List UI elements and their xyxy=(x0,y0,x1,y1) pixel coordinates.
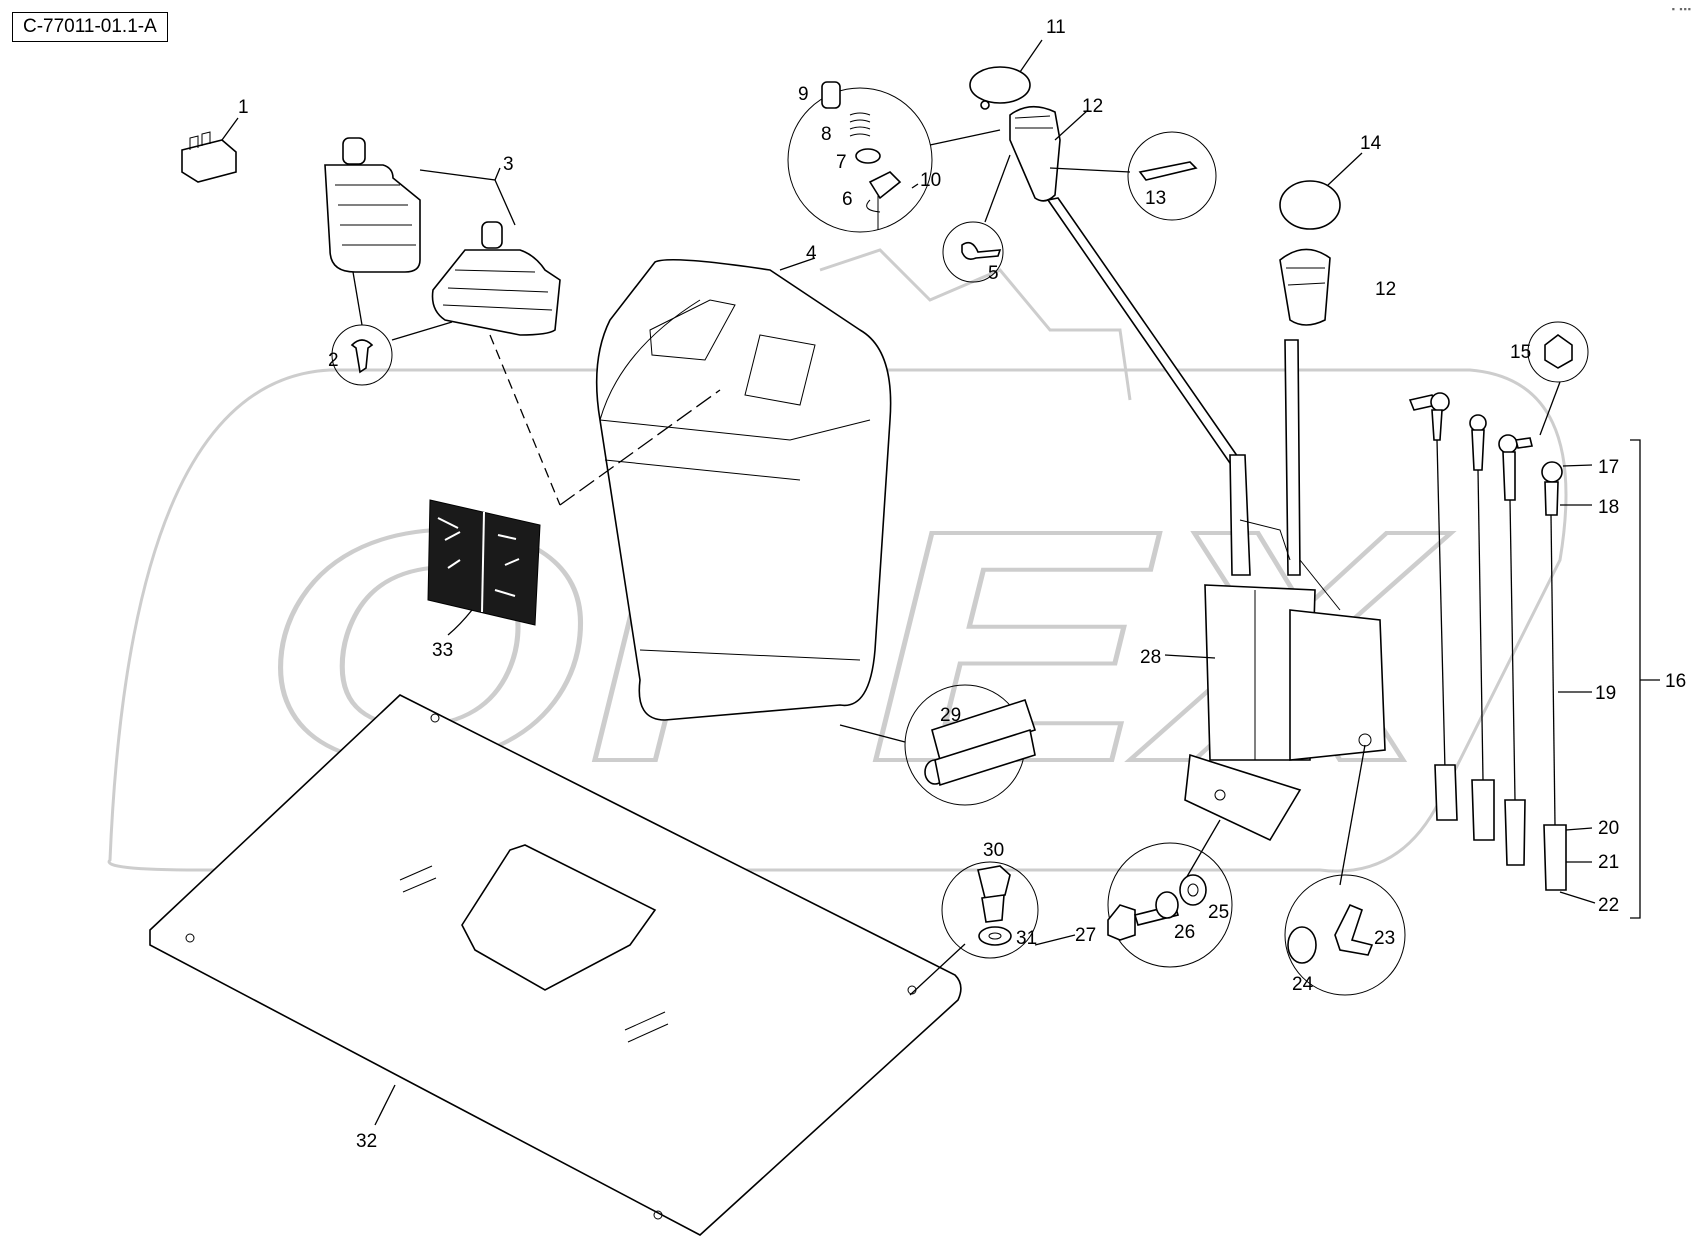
label-25: 25 xyxy=(1208,902,1229,923)
label-30: 30 xyxy=(983,840,1004,861)
part-15-nut xyxy=(1527,321,1589,436)
parts-30-31-bolt xyxy=(909,861,1076,996)
label-7: 7 xyxy=(836,152,847,173)
diagram-code: C-77011-01.1-A xyxy=(12,12,168,42)
parts-6-10-switch-bubble xyxy=(787,81,1001,233)
label-27: 27 xyxy=(1075,925,1096,946)
label-16: 16 xyxy=(1665,671,1686,692)
label-8: 8 xyxy=(821,124,832,145)
label-11: 11 xyxy=(1046,17,1066,38)
label-3: 3 xyxy=(503,154,514,175)
part-4-console xyxy=(489,257,892,721)
part-1-clip xyxy=(181,117,239,183)
part-33-decal xyxy=(427,499,541,636)
label-6: 6 xyxy=(842,189,853,210)
part-2-pin xyxy=(331,271,453,386)
label-15: 15 xyxy=(1510,342,1531,363)
label-32: 32 xyxy=(356,1131,377,1152)
label-19: 19 xyxy=(1595,683,1616,704)
parts-11-13-knob-upper xyxy=(942,39,1242,468)
label-14: 14 xyxy=(1360,133,1382,154)
label-29: 29 xyxy=(940,705,961,726)
label-28: 28 xyxy=(1140,647,1161,668)
label-12a: 12 xyxy=(1082,96,1103,117)
part-number-labels: 1 2 3 4 5 6 7 8 9 10 11 12 12 13 14 15 1… xyxy=(238,17,1686,1152)
label-33: 33 xyxy=(432,640,453,661)
parts-25-27-fasteners xyxy=(1107,842,1233,968)
parts-16-22-cables xyxy=(1408,392,1660,919)
label-24: 24 xyxy=(1292,974,1314,995)
part-29-tube xyxy=(839,684,1037,806)
label-13: 13 xyxy=(1145,188,1166,209)
label-12b: 12 xyxy=(1375,279,1396,300)
part-32-plate xyxy=(149,694,962,1236)
label-23: 23 xyxy=(1374,928,1395,949)
corner-marks: ▪ ▪▪▪ xyxy=(1671,4,1692,14)
label-20: 20 xyxy=(1598,818,1619,839)
parts-23-24-fasteners xyxy=(1284,874,1406,996)
label-31: 31 xyxy=(1016,928,1037,949)
label-22: 22 xyxy=(1598,895,1619,916)
label-1: 1 xyxy=(238,97,249,118)
label-9: 9 xyxy=(798,84,809,105)
label-26: 26 xyxy=(1174,922,1195,943)
label-5: 5 xyxy=(988,263,999,284)
part-3-bellows xyxy=(324,137,561,336)
label-18: 18 xyxy=(1598,497,1619,518)
label-2: 2 xyxy=(328,350,339,371)
label-17: 17 xyxy=(1598,457,1619,478)
label-10: 10 xyxy=(920,170,941,191)
label-4: 4 xyxy=(806,243,817,264)
part-28-lever-assembly xyxy=(1164,152,1386,886)
label-21: 21 xyxy=(1598,852,1619,873)
